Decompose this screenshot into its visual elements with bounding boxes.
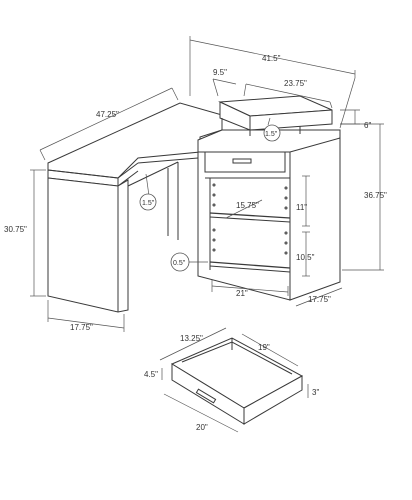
cabinet-drawer bbox=[204, 151, 286, 173]
label-left-depth: 47.25" bbox=[96, 110, 119, 119]
dimension-labels: 41.5" 47.25" 9.5" 23.75" 6" 36.75" 30.75… bbox=[4, 54, 387, 432]
drawer-handle bbox=[195, 388, 217, 404]
label-hutch-gap: 1.5" bbox=[265, 131, 278, 138]
label-total-width: 41.5" bbox=[262, 54, 281, 63]
dimension-lines bbox=[30, 36, 384, 332]
shelf-2 bbox=[209, 261, 291, 269]
label-drawer-inner-height: 3" bbox=[312, 388, 319, 397]
label-desk-height: 30.75" bbox=[4, 225, 27, 234]
drawer-drawing bbox=[159, 327, 309, 433]
shelf-1 bbox=[209, 212, 291, 219]
label-total-height: 36.75" bbox=[364, 191, 387, 200]
label-drawer-inner-width: 19" bbox=[258, 343, 270, 352]
cabinet-side bbox=[289, 137, 341, 301]
shelf-pin-holes bbox=[212, 183, 288, 255]
drawer-side bbox=[243, 375, 303, 425]
cabinet-drawer-handle bbox=[232, 158, 252, 164]
label-desk-depth: 17.75" bbox=[70, 323, 93, 332]
label-hutch-width: 23.75" bbox=[284, 79, 307, 88]
label-drawer-width: 20" bbox=[196, 423, 208, 432]
label-drawer-depth: 13.25" bbox=[180, 334, 203, 343]
label-shelf-offset: 9.5" bbox=[213, 68, 227, 77]
label-shelf-depth: 15.75" bbox=[236, 201, 259, 210]
keyboard-rail bbox=[127, 161, 179, 187]
label-cabinet-depth: 17.75" bbox=[308, 295, 331, 304]
label-hutch-height: 6" bbox=[364, 121, 371, 130]
label-base-clearance: 0.5" bbox=[173, 260, 186, 267]
desk-drawing bbox=[47, 95, 341, 313]
label-drawer-height: 4.5" bbox=[144, 370, 158, 379]
desk-top-surface bbox=[47, 102, 223, 179]
label-shelf-gap-lower: 10.5" bbox=[296, 253, 315, 262]
label-cabinet-width: 21" bbox=[236, 289, 248, 298]
cabinet-front bbox=[197, 151, 291, 301]
label-keyboard-gap: 1.5" bbox=[142, 200, 155, 207]
desk-left-leg bbox=[47, 177, 129, 313]
label-shelf-gap-upper: 11" bbox=[296, 203, 307, 212]
